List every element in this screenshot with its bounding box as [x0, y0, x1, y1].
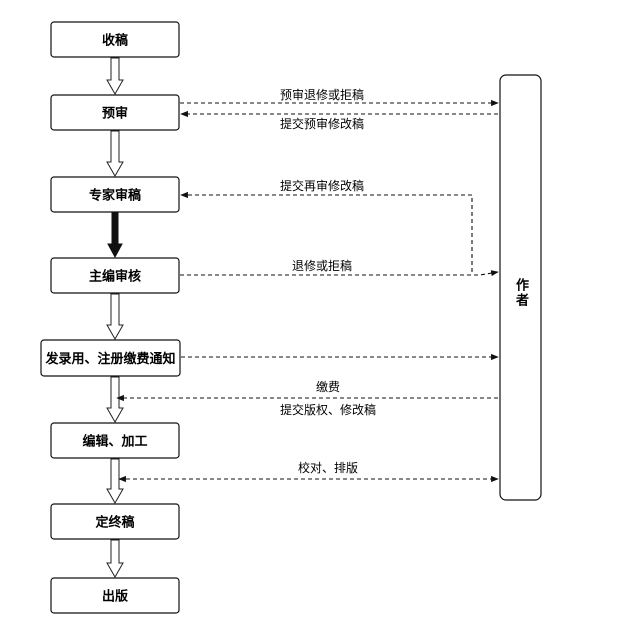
edge-editor-out: [180, 270, 499, 277]
node-final-label: 定终稿: [94, 515, 134, 531]
flow-arrow-editor-to-acceptance: [106, 293, 124, 341]
edge-fee-label: 缴费: [316, 379, 340, 394]
flow-arrow-received-to-pre-review: [106, 57, 124, 96]
node-received: 收稿: [50, 21, 180, 58]
node-received-label: 收稿: [102, 33, 128, 49]
node-publish-label: 出版: [102, 589, 128, 605]
edge-pre-review-in-label: 提交预审修改稿: [280, 116, 364, 131]
node-publish: 出版: [50, 577, 180, 614]
node-acceptance-notice: 发录用、注册缴费通知: [40, 339, 181, 377]
edge-editor-out-label: 退修或拒稿: [292, 258, 352, 273]
node-editor-review-label: 主编审核: [89, 269, 141, 285]
node-editing: 编辑、加工: [50, 422, 180, 459]
edge-proofread-label: 校对、排版: [298, 460, 358, 475]
flow-arrow-final-to-publish: [106, 539, 124, 579]
node-editor-review: 主编审核: [50, 257, 180, 294]
flow-arrow-acceptance-to-editing: [106, 376, 124, 424]
node-final: 定终稿: [50, 503, 180, 540]
node-acceptance-notice-label: 发录用、注册缴费通知: [44, 351, 175, 367]
flow-arrow-pre-review-to-expert: [106, 130, 124, 178]
flow-arrow-expert-to-editor: [107, 212, 123, 259]
flow-arrow-editing-to-final: [106, 458, 124, 505]
node-editing-label: 编辑、加工: [82, 434, 147, 450]
node-expert-review-label: 专家审稿: [89, 188, 141, 204]
node-author: 作者: [499, 74, 542, 501]
edge-copyright-label: 提交版权、修改稿: [280, 402, 376, 417]
edge-expert-in-label: 提交再审修改稿: [280, 178, 364, 193]
node-author-label: 作者: [513, 277, 530, 308]
node-expert-review: 专家审稿: [50, 176, 180, 213]
edge-pre-review-out-label: 预审退修或拒稿: [280, 87, 364, 102]
node-pre-review-label: 预审: [102, 106, 128, 122]
node-pre-review: 预审: [50, 94, 180, 131]
edge-expert-in: [180, 191, 473, 272]
